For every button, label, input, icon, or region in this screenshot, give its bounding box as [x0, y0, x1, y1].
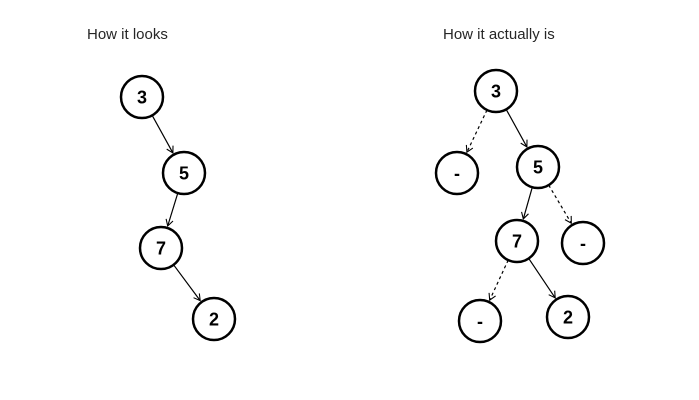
diagram-how-it-actually-is: 3 - 5 7 - - 2	[434, 68, 606, 344]
tree-node-label-L3: 3	[137, 88, 147, 108]
tree-node-label-L2: 2	[209, 310, 219, 330]
tree-edge-R7-R2-solid	[528, 258, 556, 299]
tree-node-circle-L7	[138, 225, 184, 271]
tree-edge-L3-L5-solid	[151, 115, 174, 154]
tree-node-circle-Rnil2	[560, 220, 606, 266]
tree-node-circle-L5	[161, 150, 207, 196]
tree-node-label-L7: 7	[156, 239, 166, 259]
tree-node-label-Rnil1: -	[454, 164, 460, 184]
tree-node-circle-R5	[515, 144, 561, 190]
tree-node-label-R3: 3	[491, 82, 501, 102]
tree-node-label-Rnil2: -	[580, 234, 586, 254]
tree-node-circle-Rnil3	[457, 298, 503, 344]
tree-node-circle-R2	[545, 294, 591, 340]
tree-edge-R5-Rnil2-dashed	[548, 184, 572, 225]
tree-edge-L5-L7-solid	[165, 192, 179, 228]
tree-node-label-Rnil3: -	[477, 312, 483, 332]
tree-edge-R3-Rnil1-dashed	[465, 109, 488, 154]
tree-node-circle-R3	[473, 68, 519, 114]
tree-node-circle-L2	[191, 296, 237, 342]
tree-node-label-R2: 2	[563, 308, 573, 328]
tree-edge-R3-R5-solid	[505, 109, 528, 148]
tree-node-circle-Rnil1	[434, 150, 480, 196]
tree-edge-R7-Rnil3-dashed	[488, 259, 509, 302]
diagram-how-it-looks: 3 5 7 2	[119, 74, 237, 342]
tree-node-label-L5: 5	[179, 164, 189, 184]
right-diagram-title: How it actually is	[443, 26, 555, 43]
tree-node-label-R5: 5	[533, 158, 543, 178]
tree-edge-R5-R7-solid	[521, 187, 533, 220]
tree-edge-L7-L2-solid	[173, 264, 201, 302]
tree-node-label-R7: 7	[512, 232, 522, 252]
tree-node-circle-L3	[119, 74, 165, 120]
tree-node-circle-R7	[494, 218, 540, 264]
left-diagram-title: How it looks	[87, 26, 168, 43]
